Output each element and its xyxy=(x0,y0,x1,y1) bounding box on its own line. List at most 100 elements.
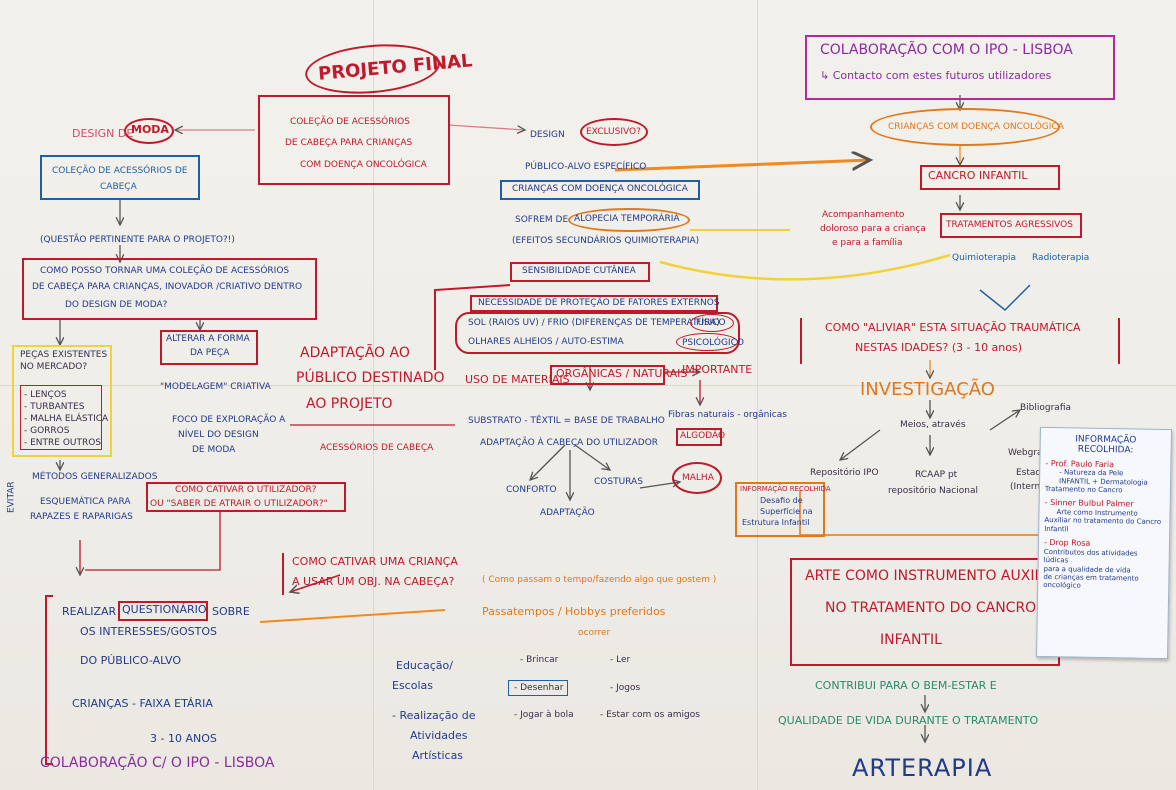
sensibilidade-box xyxy=(510,262,650,282)
cativar-crianca-bracket xyxy=(282,553,457,595)
repositorio-text: Repositório IPO xyxy=(810,468,879,478)
sol-text: SOL (RAIOS UV) / FRIO (DIFERENÇAS DE TEM… xyxy=(468,318,720,328)
arrow xyxy=(614,160,870,172)
como-aliviar-line: COMO "ALIVIAR" ESTA SITUAÇÃO TRAUMÁTICA xyxy=(825,321,1081,334)
substrato-text: SUBSTRATO - TÊXTIL = BASE DE TRABALHO xyxy=(468,416,665,426)
questao-text: (QUESTÃO PERTINENTE PARA O PROJETO?!) xyxy=(40,235,235,245)
algodao-box xyxy=(676,428,722,446)
cativar-line: COMO CATIVAR O UTILIZADOR? xyxy=(175,485,317,495)
pecas-list-box xyxy=(20,385,102,450)
tratamentos-box xyxy=(940,213,1082,238)
hobby-item: - Jogos xyxy=(610,683,641,693)
pecas-item: - TURBANTES xyxy=(24,402,85,412)
info-recolhida-line: Desafio de xyxy=(760,496,803,505)
adaptacao-line: AO PROJETO xyxy=(306,396,393,412)
colecao-line: COLEÇÃO DE ACESSÓRIOS DE xyxy=(52,166,188,176)
info-recolhida-line: INFORMAÇÃO RECOLHIDA xyxy=(740,485,831,493)
arrow xyxy=(979,284,1031,312)
rcaap-text: RCAAP pt xyxy=(915,470,958,480)
foco-line: NÍVEL DO DESIGN xyxy=(178,430,259,440)
sheet-seam xyxy=(373,0,374,790)
estado-text: Estado xyxy=(1016,468,1047,478)
pecas-item: - MALHA ELÁSTICA xyxy=(24,414,109,424)
foco-line: FOCO DE EXPLORAÇÃO A xyxy=(172,415,286,425)
psicologico-label: PSICOLÓGICO xyxy=(682,338,744,348)
malha-circle xyxy=(672,462,722,494)
alopecia-oval xyxy=(568,208,690,232)
metodos-text: MÉTODOS GENERALIZADOS xyxy=(32,472,158,482)
como-tornar-line: COMO POSSO TORNAR UMA COLEÇÃO DE ACESSÓR… xyxy=(40,266,290,276)
bracket-realizar xyxy=(45,595,53,765)
webgrafia-text: Webgrafia xyxy=(1008,448,1054,458)
alopecia-label: ALOPECIA TEMPORÁRIA xyxy=(574,214,680,224)
collection-box xyxy=(258,95,450,185)
psicologico-oval xyxy=(676,333,738,351)
fibras-text: Fibras naturais - orgânicas xyxy=(668,410,787,420)
arte-line: NO TRATAMENTO DO CANCRO xyxy=(825,600,1037,616)
fisico-oval xyxy=(690,314,734,332)
criancas-onco-oval xyxy=(870,108,1060,146)
olhares-text: OLHARES ALHEIOS / AUTO-ESTIMA xyxy=(468,337,624,347)
passatempos-text: Passatempos / Hobbys preferidos xyxy=(482,605,666,618)
importante-text: IMPORTANTE xyxy=(682,363,753,376)
info-recolhida-line: Estrutura Infantil xyxy=(742,518,810,527)
conforto-text: CONFORTO xyxy=(506,485,557,495)
organicas-box xyxy=(550,365,665,385)
arterapia-title: ARTERAPIA xyxy=(852,754,993,782)
criancas-box-label: CRIANÇAS COM DOENÇA ONCOLÓGICA xyxy=(512,184,688,194)
info-recolhida-line: Superfície na xyxy=(760,507,813,516)
hobby-item: - Brincar xyxy=(520,655,559,665)
colab-ipo-box xyxy=(805,35,1115,100)
pecas-label: NO MERCADO? xyxy=(20,362,88,372)
questionario-box xyxy=(118,601,208,621)
cativar-crianca-line: COMO CATIVAR UMA CRIANÇA xyxy=(292,555,458,568)
acompanhamento-line: Acompanhamento xyxy=(822,210,905,220)
como-tornar-line: DO DESIGN DE MODA? xyxy=(65,300,168,310)
collection-line: COM DOENÇA ONCOLÓGICA xyxy=(300,160,427,170)
esquematica-line: ESQUEMÁTICA PARA xyxy=(40,497,131,507)
ocorre-text: ocorrer xyxy=(578,628,611,638)
costuras-text: COSTURAS xyxy=(594,477,643,487)
esquematica-line: RAPAZES E RAPARIGAS xyxy=(30,512,133,522)
alterar-line: ALTERAR A FORMA xyxy=(166,334,250,344)
adaptacao2-text: ADAPTAÇÃO xyxy=(540,508,595,518)
criancas-text: CRIANÇAS - FAIXA ETÁRIA xyxy=(72,697,213,710)
fisico-label: FÍSICO xyxy=(696,318,726,328)
alterar-line: DA PEÇA xyxy=(190,348,230,358)
exclusivo-oval xyxy=(580,118,648,146)
sheet-seam xyxy=(757,0,758,790)
bibliografia-text: Bibliografia xyxy=(1020,403,1072,413)
educacao-line: Educação/ xyxy=(396,659,453,672)
contacto-text: ↳ Contacto com estes futuros utilizadore… xyxy=(820,69,1052,82)
publico-alvo-text: PÚBLICO-ALVO ESPECÍFICO xyxy=(525,162,647,172)
design-moda-label: DESIGN DE xyxy=(72,127,134,140)
meios-text: Meios, através xyxy=(900,420,966,430)
organicas-label: ORGÂNICAS / NATURAIS xyxy=(556,367,688,380)
necessidade-label: NECESSIDADE DE PROTEÇÃO DE FATORES EXTER… xyxy=(478,298,720,308)
foco-line: DE MODA xyxy=(192,445,236,455)
exclusivo-label: EXCLUSIVO? xyxy=(586,127,641,137)
cativar-box xyxy=(146,482,346,512)
cancro-label: CANCRO INFANTIL xyxy=(928,169,1028,182)
pecas-box xyxy=(12,345,112,457)
realizar-post: SOBRE xyxy=(212,605,250,618)
efeitos-text: (EFEITOS SECUNDÁRIOS QUIMIOTERAPIA) xyxy=(512,236,700,246)
quimio-text: Quimioterapia xyxy=(952,253,1017,263)
cativar-line: OU "SABER DE ATRAIR O UTILIZADOR?" xyxy=(150,499,328,509)
necessidade-box xyxy=(470,295,718,312)
como-passam-text: ( Como passam o tempo/fazendo algo que g… xyxy=(482,575,717,585)
colab-title: COLABORAÇÃO COM O IPO - LISBOA xyxy=(820,42,1073,58)
rep-nacional-text: repositório Nacional xyxy=(888,486,978,496)
moda-label: MODA xyxy=(131,123,169,136)
uso-materiais-text: USO DE MATERIAIS xyxy=(465,373,570,386)
sofrem-label: SOFREM DE xyxy=(515,215,569,225)
pecas-item: - LENÇOS xyxy=(24,390,67,400)
algodao-label: ALGODÃO xyxy=(680,431,726,441)
qualidade-text: QUALIDADE DE VIDA DURANTE O TRATAMENTO xyxy=(778,714,1039,727)
arrow xyxy=(989,410,1020,431)
publico-text: DO PÚBLICO-ALVO xyxy=(80,654,182,667)
contribui-text: CONTRIBUI PARA O BEM-ESTAR E xyxy=(815,679,997,692)
arrow xyxy=(659,253,951,281)
pecas-item: - ENTRE OUTROS xyxy=(24,438,102,448)
arrow xyxy=(530,444,566,480)
